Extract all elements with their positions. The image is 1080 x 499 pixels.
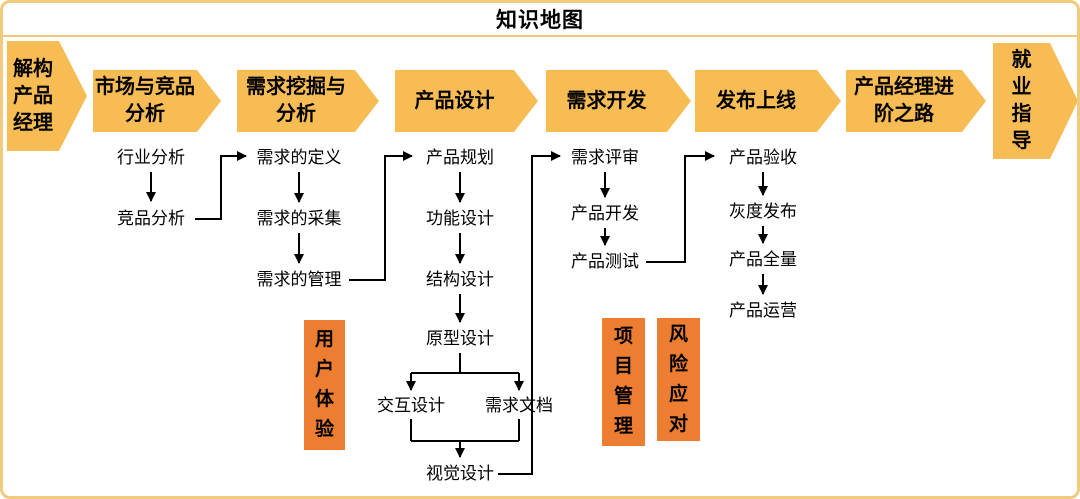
step-product-operation: 产品运营 <box>729 301 797 320</box>
stage-label: 解构产品经理 <box>13 57 53 134</box>
step-requirement-doc: 需求文档 <box>485 396 553 415</box>
step-gray-release: 灰度发布 <box>729 202 797 221</box>
stage-label: 产品设计 <box>414 89 495 112</box>
step-interaction-design: 交互设计 <box>377 396 445 415</box>
stage-market-analysis: 市场与竞品分析 <box>93 70 221 132</box>
stage-label: 产品经理进阶之路 <box>854 76 954 125</box>
badge-label: 用户体验 <box>314 329 334 440</box>
badge-project-management: 项目管理 <box>602 318 645 446</box>
stage-product-design: 产品设计 <box>395 70 538 132</box>
stage-pm-advancement: 产品经理进阶之路 <box>846 70 986 132</box>
stage-release-launch: 发布上线 <box>695 70 841 132</box>
step-requirement-definition: 需求的定义 <box>256 148 342 167</box>
badge-label: 项目管理 <box>613 326 633 437</box>
step-prototype-design: 原型设计 <box>426 329 494 348</box>
stage-label: 市场与竞品分析 <box>95 76 195 125</box>
stage-requirement-development: 需求开发 <box>546 70 691 132</box>
step-requirement-collection: 需求的采集 <box>256 209 342 228</box>
step-product-development: 产品开发 <box>571 204 639 223</box>
stage-label: 需求挖掘与分析 <box>246 76 346 125</box>
badge-user-experience: 用户体验 <box>304 320 345 450</box>
stage-deconstruct-pm: 解构产品经理 <box>7 41 87 151</box>
design-connectors <box>406 151 561 475</box>
step-product-planning: 产品规划 <box>426 148 494 167</box>
step-function-design: 功能设计 <box>426 209 494 228</box>
step-product-testing: 产品测试 <box>571 252 639 271</box>
step-industry-analysis: 行业分析 <box>117 148 185 167</box>
stage-label: 需求开发 <box>566 89 647 112</box>
step-product-acceptance: 产品验收 <box>729 148 797 167</box>
stage-label: 就业指导 <box>1011 49 1032 152</box>
step-requirement-review: 需求评审 <box>571 148 639 167</box>
step-full-release: 产品全量 <box>729 250 797 269</box>
step-structure-design: 结构设计 <box>426 270 494 289</box>
stage-career-guidance: 就业指导 <box>993 43 1078 159</box>
title-band: 知识地图 <box>3 3 1077 37</box>
badge-label: 风险应对 <box>668 323 688 435</box>
stage-requirement-mining: 需求挖掘与分析 <box>237 70 379 132</box>
page-title: 知识地图 <box>496 9 584 32</box>
step-requirement-management: 需求的管理 <box>256 270 342 289</box>
step-visual-design: 视觉设计 <box>426 464 494 483</box>
stage-label: 发布上线 <box>716 89 796 112</box>
step-competitor-analysis: 竞品分析 <box>117 209 185 228</box>
badge-risk-response: 风险应对 <box>657 318 700 441</box>
